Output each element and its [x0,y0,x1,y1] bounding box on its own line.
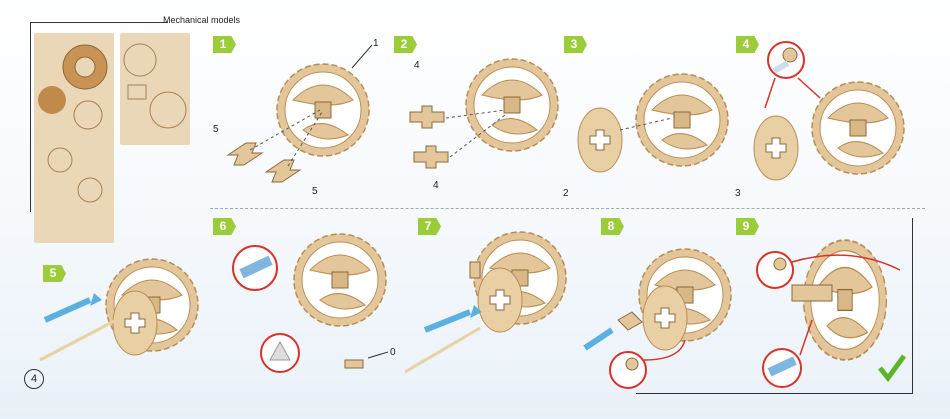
step3-disc [578,108,622,172]
glue-icon-2 [610,352,646,388]
page-number: 4 [24,369,44,389]
sheet-parts [38,44,186,202]
step1-gear [277,64,369,156]
step-badge-7: 7 [418,218,441,235]
step-badge-5: 5 [43,265,66,282]
step4-disc [754,116,798,180]
step-badge-2: 2 [394,36,417,53]
step-badge-1: 1 [213,36,236,53]
part-label: 5 [312,186,318,197]
step2-gear [466,59,558,151]
step6-gear [294,234,386,326]
step3-gear [636,74,728,166]
step8-disc [643,286,687,350]
part-label: 0 [390,347,396,358]
part-label: 5 [213,124,219,135]
step-badge-9: 9 [736,218,759,235]
sandpaper-icon [261,334,299,372]
step4-gear [812,82,904,174]
step-badge-8: 8 [601,218,624,235]
ruler-icon-2 [763,349,801,387]
part-label: 4 [414,60,420,71]
glue-icon [768,42,804,78]
step-badge-4: 4 [736,36,759,53]
step-badge-6: 6 [213,218,236,235]
ruler-icon [233,246,277,290]
checkmark-icon [880,356,904,378]
glue-icon-3 [757,252,793,288]
step5-disc [113,291,157,355]
step7-disc [478,268,522,332]
part-label: 4 [433,180,439,191]
part-label: 3 [735,188,741,199]
part-label: 2 [563,188,569,199]
step-badge-3: 3 [564,36,587,53]
part-label: 1 [373,38,379,49]
